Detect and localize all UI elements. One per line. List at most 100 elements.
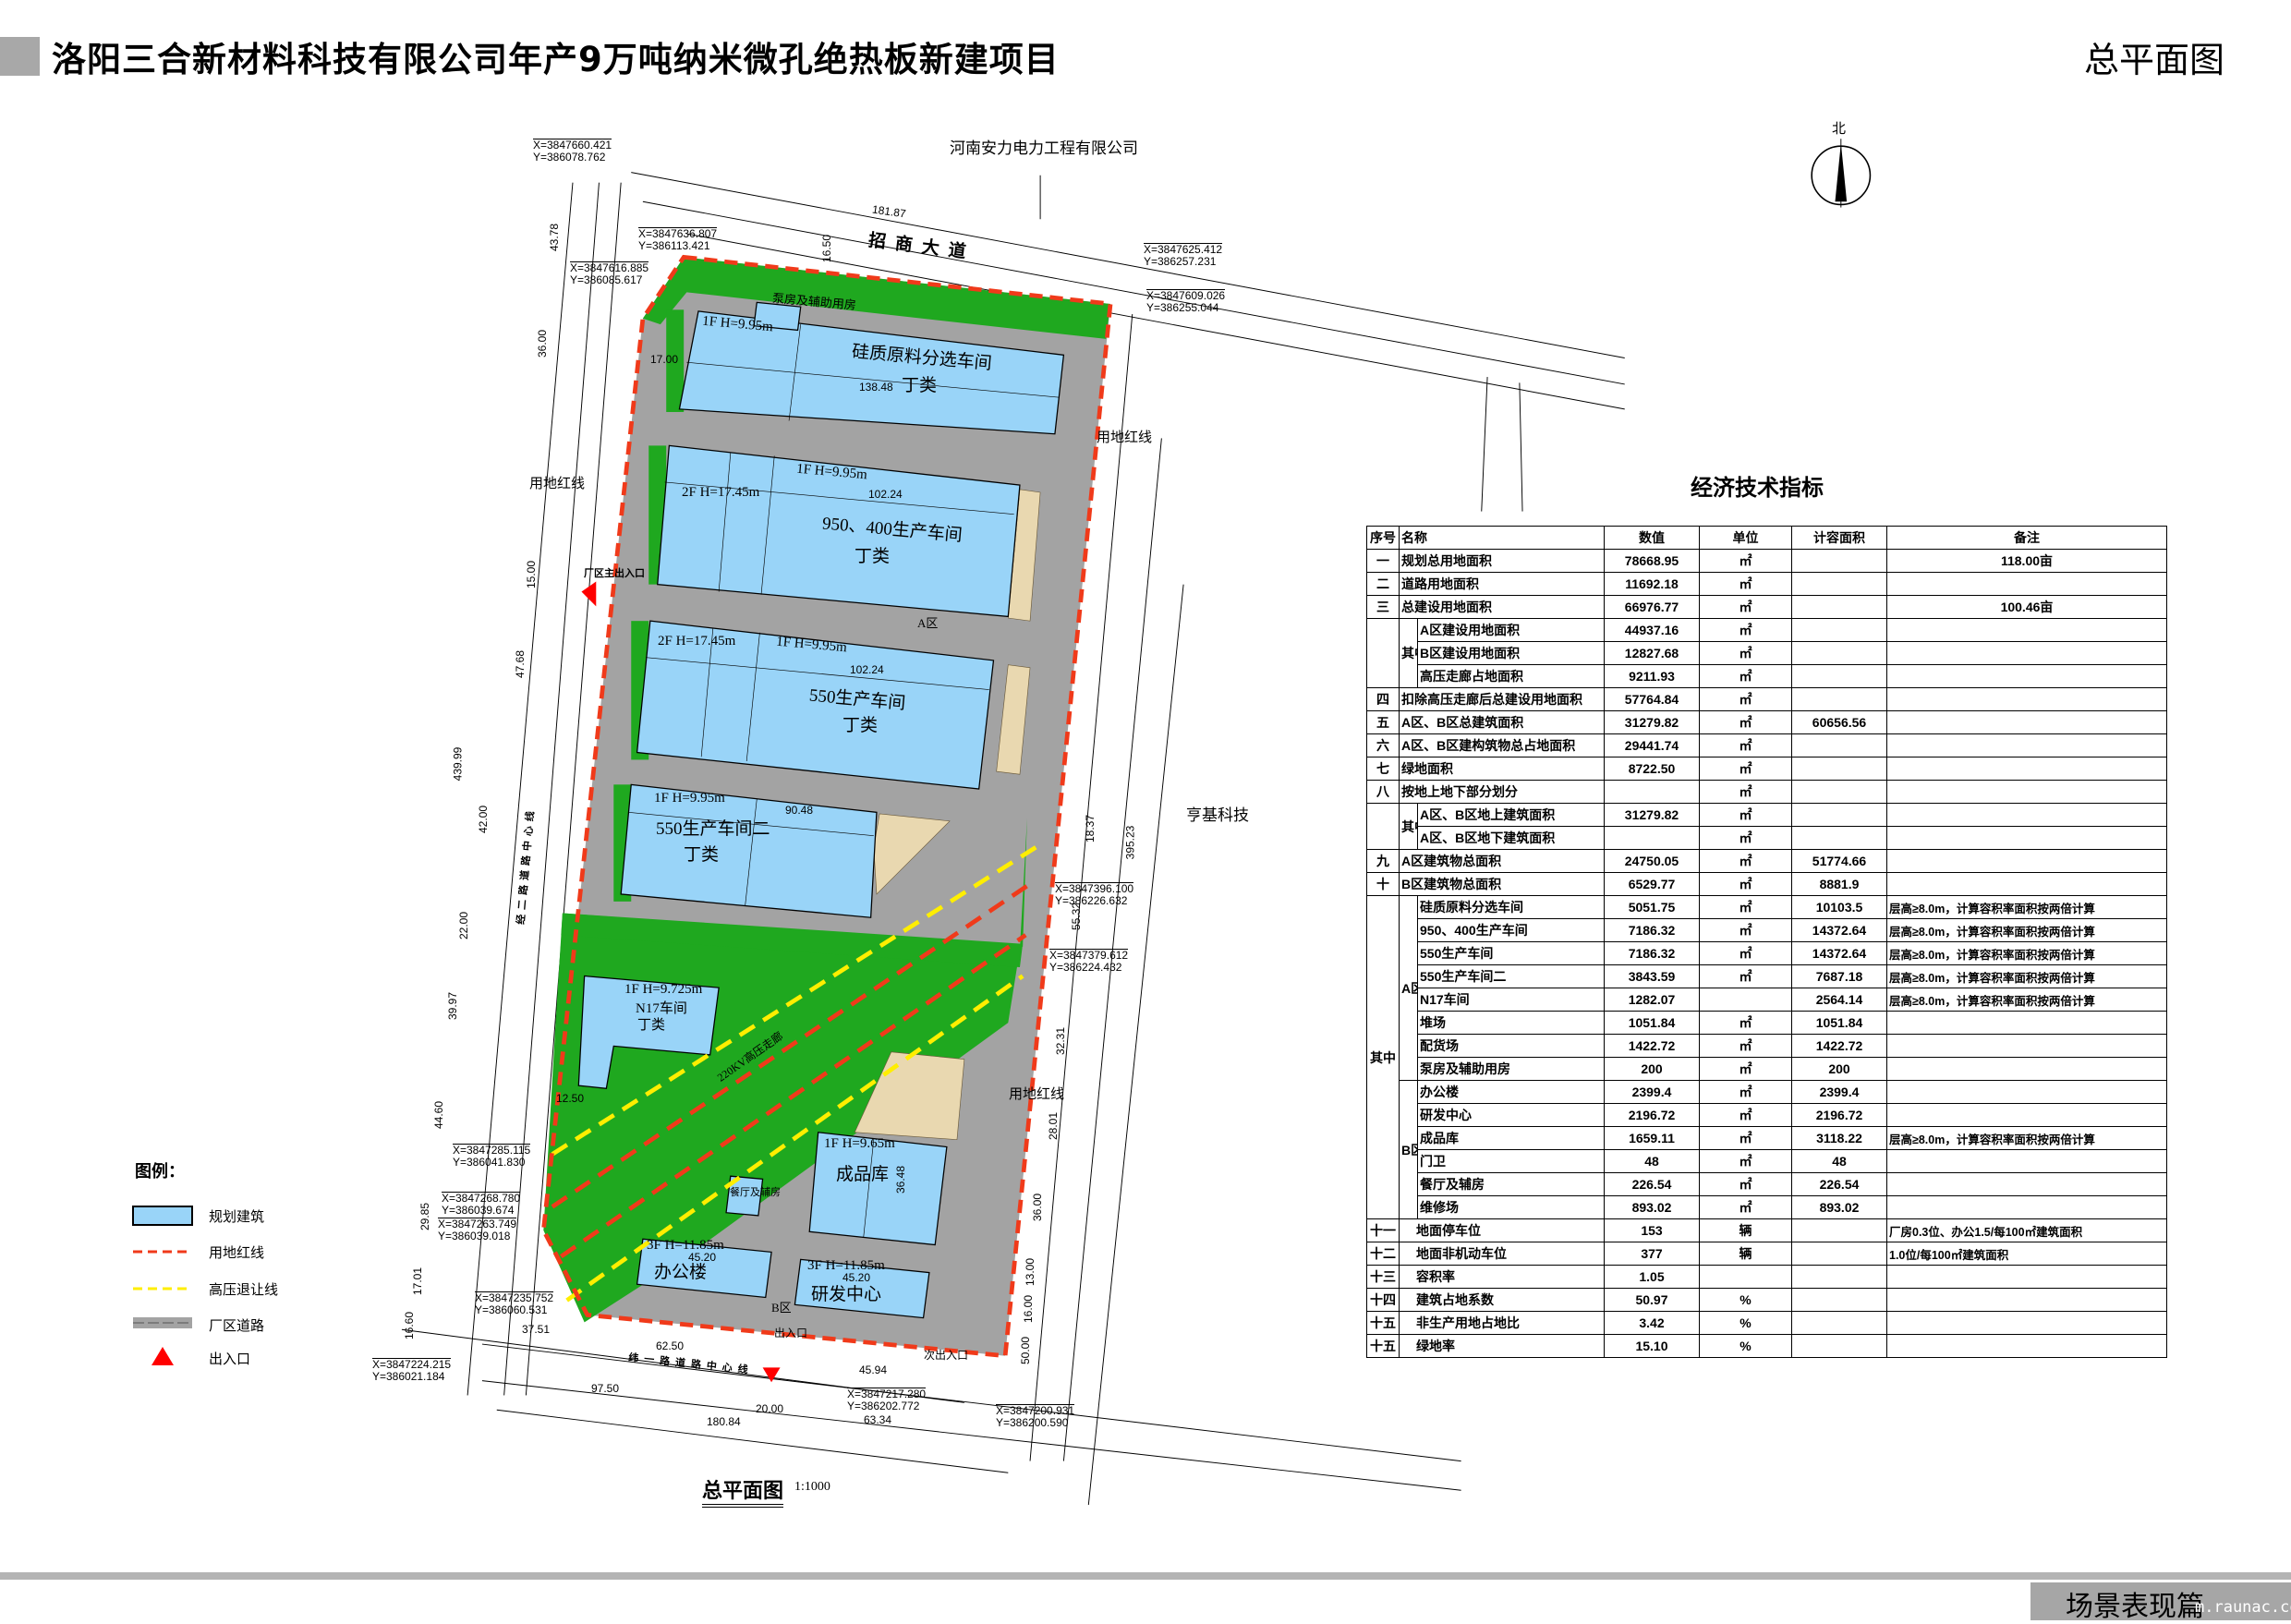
- project-title: 洛阳三合新材料科技有限公司年产9万吨纳米微孔绝热板新建项目: [52, 40, 1060, 79]
- item-name: A区、B区总建筑面积: [1399, 710, 1605, 734]
- item-unit: ㎡: [1699, 1126, 1792, 1150]
- item-far-area: [1791, 733, 1887, 757]
- dimension: 17.00: [650, 353, 679, 366]
- item-name: 硅质原料分选车间: [1417, 895, 1605, 919]
- item-value: 31279.82: [1604, 803, 1700, 827]
- hv-corridor-line-1: [551, 881, 1032, 1209]
- footer-section-label: 场景表现篇: [2066, 1592, 2204, 1622]
- legend-symbols: [132, 1206, 193, 1365]
- item-note: [1886, 1057, 2167, 1081]
- group-label: 其中: [1366, 895, 1400, 1219]
- legend-label: 高压退让线: [209, 1281, 279, 1298]
- item-unit: ㎡: [1699, 872, 1792, 896]
- dimension: 20.00: [756, 1402, 784, 1415]
- item-name: 绿地率: [1399, 1334, 1605, 1358]
- dimension: 55.32: [1070, 902, 1084, 931]
- item-name: B区建筑物总面积: [1399, 872, 1605, 896]
- building-floors-2: 2F H=17.45m: [658, 634, 736, 648]
- building-floors: 1F H=9.95m: [654, 791, 725, 806]
- item-note: [1886, 1195, 2167, 1219]
- item-note: 100.46亩: [1886, 595, 2167, 619]
- item-value: 6529.77: [1604, 872, 1700, 896]
- building-name: 成品库: [836, 1165, 890, 1184]
- legend-label: 厂区道路: [209, 1317, 265, 1334]
- item-name: N17车间: [1417, 988, 1605, 1012]
- dimension: 97.50: [591, 1382, 620, 1395]
- item-note: 层高≥8.0m，计算容积率面积按两倍计算: [1886, 941, 2167, 965]
- footer-section-box: [2030, 1582, 2291, 1620]
- building-950-400-workshop: [657, 444, 1021, 618]
- item-note: [1886, 849, 2167, 873]
- item-name: B区建设用地面积: [1417, 641, 1605, 665]
- group-label: 其中: [1399, 803, 1418, 850]
- item-value: 66976.77: [1604, 595, 1700, 619]
- dimension: 39.97: [446, 991, 460, 1021]
- item-value: 1.05: [1604, 1265, 1700, 1289]
- building-name: 550生产车间二: [656, 819, 770, 839]
- item-far-area: [1791, 803, 1887, 827]
- row-number: 八: [1366, 780, 1400, 804]
- item-name: A区、B区地上建筑面积: [1417, 803, 1605, 827]
- row-number: 十二: [1366, 1242, 1400, 1266]
- item-unit: ㎡: [1699, 1149, 1792, 1173]
- item-value: 1051.84: [1604, 1011, 1700, 1035]
- item-name: 道路用地面积: [1399, 572, 1605, 596]
- item-note: [1886, 1149, 2167, 1173]
- item-far-area: 1051.84: [1791, 1011, 1887, 1035]
- item-unit: ㎡: [1699, 849, 1792, 873]
- row-number: 九: [1366, 849, 1400, 873]
- building-name: 研发中心: [811, 1285, 882, 1304]
- item-value: 2196.72: [1604, 1103, 1700, 1127]
- item-value: 31279.82: [1604, 710, 1700, 734]
- item-far-area: 8881.9: [1791, 872, 1887, 896]
- item-name: 950、400生产车间: [1417, 918, 1605, 942]
- drawing-name: 总平面图: [2084, 40, 2225, 80]
- row-number: 一: [1366, 549, 1400, 573]
- item-far-area: 14372.64: [1791, 918, 1887, 942]
- building-pump-house: [753, 301, 802, 332]
- building-finished-goods: [808, 1132, 948, 1246]
- dimension: 28.01: [1047, 1111, 1061, 1141]
- item-unit: ㎡: [1699, 964, 1792, 988]
- item-far-area: 7687.18: [1791, 964, 1887, 988]
- item-name: 按地上地下部分划分: [1399, 780, 1605, 804]
- item-name: 门卫: [1417, 1149, 1605, 1173]
- item-value: 24750.05: [1604, 849, 1700, 873]
- building-550-workshop: [636, 620, 995, 790]
- dimension: 63.34: [864, 1413, 892, 1426]
- item-value: 44937.16: [1604, 618, 1700, 642]
- dimension: 62.50: [656, 1339, 685, 1352]
- item-note: [1886, 687, 2167, 711]
- item-value: 3.42: [1604, 1311, 1700, 1335]
- row-number: 四: [1366, 687, 1400, 711]
- green-strip-top: [642, 257, 1111, 339]
- item-far-area: [1791, 664, 1887, 688]
- item-far-area: [1791, 757, 1887, 781]
- building-class: 丁类: [902, 376, 938, 395]
- col-header: 数值: [1604, 526, 1700, 550]
- item-unit: %: [1699, 1334, 1792, 1358]
- item-value: 1422.72: [1604, 1034, 1700, 1058]
- item-far-area: 893.02: [1791, 1195, 1887, 1219]
- building-dim: 45.20: [842, 1271, 871, 1284]
- item-unit: 辆: [1699, 1242, 1792, 1266]
- item-name: 泵房及辅助用房: [1417, 1057, 1605, 1081]
- dimension: 22.00: [457, 911, 471, 940]
- item-unit: ㎡: [1699, 1034, 1792, 1058]
- legend-label: 规划建筑: [209, 1208, 265, 1225]
- item-far-area: [1791, 826, 1887, 850]
- building-floors: 1F H=9.725m: [624, 982, 703, 997]
- item-note: 层高≥8.0m，计算容积率面积按两倍计算: [1886, 1126, 2167, 1150]
